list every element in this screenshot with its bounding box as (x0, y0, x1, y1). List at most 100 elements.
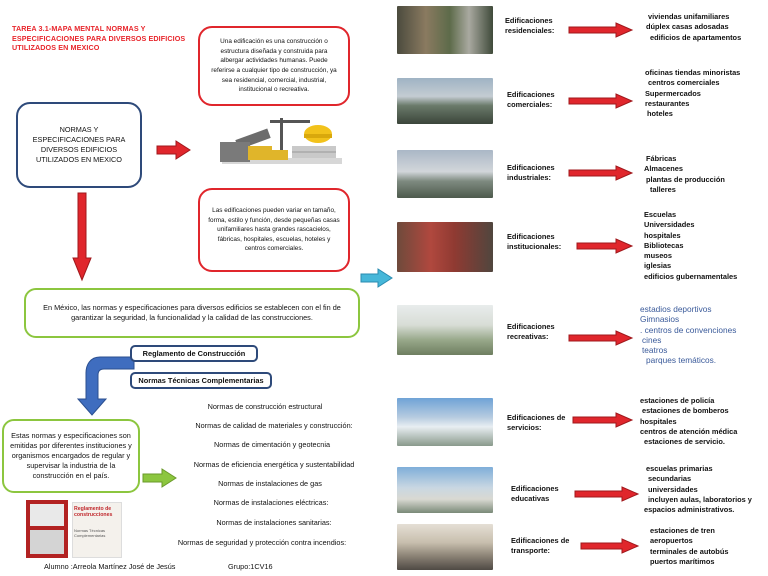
reg-tag-normas-tecnicas: Normas Técnicas Complementarias (130, 372, 272, 389)
list-item: Fábricas (644, 154, 725, 164)
norm-item: Normas de instalaciones sanitarias: (196, 518, 352, 527)
examples-institutional: Escuelas Universidades hospitales Biblio… (644, 210, 737, 282)
norm-item: Normas de cimentación y geotecnia (190, 440, 354, 449)
list-item: puertos marítimos (646, 557, 728, 567)
variation-text: Las edificaciones pueden variar en tamañ… (208, 206, 340, 254)
arrow-right-icon (568, 330, 634, 346)
book-subtitle: Normas Técnicas Complementarias (74, 528, 118, 538)
list-item: centros comerciales (642, 78, 740, 88)
list-item: estadios deportivos (640, 304, 750, 314)
list-item: dúplex casas adosadas (642, 22, 741, 32)
category-label-transport: Edificaciones de transporte: (511, 536, 577, 556)
service-building-photo (397, 398, 493, 446)
list-item: edificios de apartamentos (642, 33, 741, 43)
entities-text: Estas normas y especificaciones son emit… (10, 431, 132, 481)
student-name: Alumno :Arreola Martínez José de Jesús (44, 562, 175, 571)
definition-box: Una edificación es una construcción o es… (198, 26, 350, 106)
arrow-right-icon (156, 140, 192, 160)
arrow-right-icon (568, 22, 634, 38)
purpose-text: En México, las normas y especificaciones… (36, 303, 348, 323)
arrow-right-icon (580, 538, 640, 554)
list-item: hospitales (640, 417, 737, 427)
book-cover-image: Reglamento de construcciones Normas Técn… (26, 500, 122, 558)
category-label-institutional: Edificaciones institucionales: (507, 232, 577, 252)
list-item: teatros (640, 345, 750, 355)
engineering-illustration (212, 112, 352, 170)
list-item: Universidades (644, 220, 737, 230)
purpose-box: En México, las normas y especificaciones… (24, 288, 360, 338)
list-item: terminales de autobús (646, 547, 728, 557)
group-label: Grupo:1CV16 (228, 562, 273, 571)
page-title: TAREA 3.1-MAPA MENTAL NORMAS Y ESPECIFIC… (12, 24, 192, 53)
list-item: . centros de convenciones (640, 325, 750, 335)
educational-building-photo (397, 467, 493, 513)
list-item: cines (640, 335, 750, 345)
main-topic-box: NORMAS Y ESPECIFICACIONES PARA DIVERSOS … (16, 102, 142, 188)
arrow-right-icon (568, 165, 634, 181)
category-label-commercial: Edificaciones comerciales: (507, 90, 569, 110)
examples-educational: escuelas primarias secundarias universid… (644, 464, 752, 515)
category-label-residential: Edificaciones residenciales: (505, 16, 567, 36)
list-item: estaciones de policía (640, 396, 737, 406)
institutional-building-photo (397, 222, 493, 272)
list-item: centros de atención médica (640, 427, 737, 437)
list-item: incluyen aulas, laboratorios y (644, 495, 752, 505)
norm-item: Normas de seguridad y protección contra … (160, 538, 364, 547)
list-item: Almacenes (644, 164, 725, 174)
list-item: Escuelas (644, 210, 737, 220)
arrow-right-icon (576, 238, 634, 254)
main-topic-text: NORMAS Y ESPECIFICACIONES PARA DIVERSOS … (28, 125, 130, 165)
reg-tag-reglamento: Reglamento de Construcción (130, 345, 258, 362)
transport-building-photo (397, 524, 493, 570)
list-item: Supermercados (642, 89, 740, 99)
residential-building-photo (397, 6, 493, 54)
examples-industrial: Fábricas Almacenes plantas de producción… (644, 154, 725, 195)
list-item: oficinas tiendas minoristas (642, 68, 740, 78)
examples-services: estaciones de policía estaciones de bomb… (640, 396, 737, 447)
examples-commercial: oficinas tiendas minoristas centros come… (642, 68, 740, 119)
list-item: parques temáticos. (640, 355, 750, 365)
category-label-recreational: Edificaciones recreativas: (507, 322, 569, 342)
arrow-right-icon (574, 486, 640, 502)
industrial-building-photo (397, 150, 493, 198)
list-item: Gimnasios (640, 314, 750, 324)
list-item: espacios administrativos. (644, 505, 752, 515)
list-item: museos (644, 251, 737, 261)
list-item: Bibliotecas (644, 241, 737, 251)
entities-box: Estas normas y especificaciones son emit… (2, 419, 140, 493)
book-title: Reglamento de construcciones (74, 506, 120, 518)
list-item: universidades (644, 485, 752, 495)
norm-item: Normas de instalaciones de gas (200, 479, 340, 488)
definition-text: Una edificación es una construcción o es… (208, 37, 340, 95)
category-label-services: Edificaciones de servicios: (507, 413, 573, 433)
list-item: restaurantes (642, 99, 740, 109)
list-item: talleres (644, 185, 725, 195)
list-item: estaciones de servicio. (640, 437, 737, 447)
examples-recreational: estadios deportivos Gimnasios . centros … (640, 304, 750, 366)
category-label-industrial: Edificaciones industriales: (507, 163, 569, 183)
list-item: hospitales (644, 231, 737, 241)
reg-tag-reglamento-label: Reglamento de Construcción (143, 349, 246, 358)
list-item: viviendas unifamiliares (642, 12, 741, 22)
list-item: escuelas primarias (644, 464, 752, 474)
examples-residential: viviendas unifamiliares dúplex casas ado… (642, 12, 741, 43)
curved-arrow-icon (76, 355, 136, 417)
norm-item: Normas de eficiencia energética y susten… (176, 460, 372, 469)
recreational-building-photo (397, 305, 493, 355)
examples-transport: estaciones de tren aeropuertos terminale… (646, 526, 728, 567)
arrow-down-icon (72, 192, 92, 282)
list-item: hoteles (642, 109, 740, 119)
list-item: iglesias (644, 261, 737, 271)
list-item: aeropuertos (646, 536, 728, 546)
norm-item: Normas de construcción estructural (180, 402, 350, 411)
category-label-educational: Edificaciones educativas (511, 484, 573, 504)
commercial-building-photo (397, 78, 493, 124)
variation-box: Las edificaciones pueden variar en tamañ… (198, 188, 350, 272)
arrow-right-icon (568, 93, 634, 109)
list-item: estaciones de bomberos (640, 406, 737, 416)
list-item: edificios gubernamentales (644, 272, 737, 282)
reg-tag-normas-tecnicas-label: Normas Técnicas Complementarias (138, 376, 263, 385)
list-item: secundarias (644, 474, 752, 484)
arrow-right-icon (572, 412, 634, 428)
arrow-right-cyan-icon (360, 268, 394, 288)
